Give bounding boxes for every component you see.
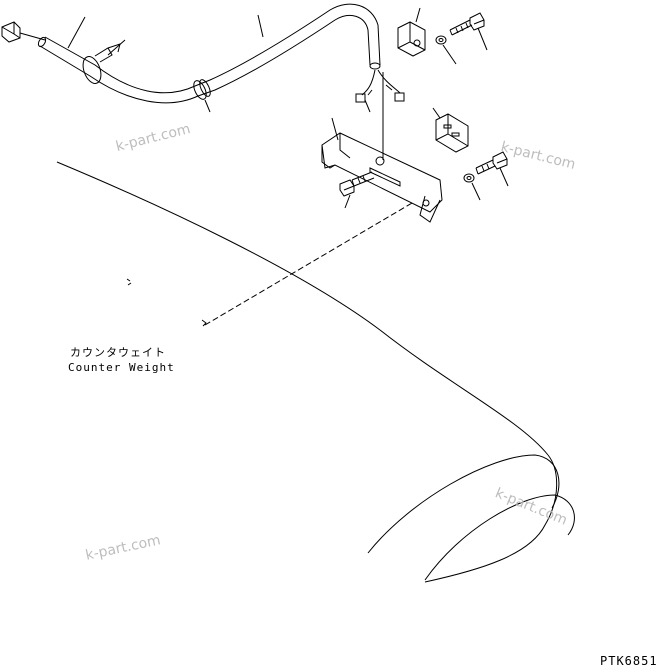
bolt-head-edge — [497, 159, 507, 163]
upper-clip-bracket — [398, 22, 425, 56]
connector-edge — [14, 34, 20, 38]
cushion-block — [436, 114, 468, 152]
bolt-head — [340, 180, 354, 196]
sleeve-end — [370, 63, 380, 69]
connector-edge — [2, 27, 14, 34]
mounting-point-mark — [202, 320, 206, 326]
bolt-icon — [450, 20, 472, 35]
counterweight-rear-curve-inner-2 — [425, 495, 574, 580]
terminal-wire — [362, 70, 375, 95]
cushion-slot — [444, 125, 451, 128]
sleeve-end — [37, 36, 47, 48]
bolt-head — [493, 152, 507, 169]
bolt-head-edge — [344, 186, 354, 190]
leader-line — [258, 15, 263, 37]
terminal-wire — [378, 70, 400, 93]
drawing-code: PTK6851 — [600, 654, 658, 668]
leader-line — [433, 108, 440, 118]
small-mark — [127, 279, 131, 285]
bracket-flange-right — [420, 196, 440, 222]
cable-clamp — [80, 54, 105, 86]
mounting-bracket — [322, 133, 442, 212]
counterweight-label-jp: カウンタウェイト — [70, 346, 166, 359]
bolt-head-edge — [474, 20, 484, 24]
leader-line — [108, 40, 125, 55]
harness-grommet — [191, 79, 209, 101]
washer-hole — [439, 39, 443, 42]
clip-hole — [414, 40, 420, 46]
bolt-icon — [476, 160, 495, 174]
counterweight-outline — [57, 162, 548, 455]
cushion-slot — [452, 133, 459, 136]
terminal-lead — [368, 85, 392, 95]
terminal-connector-icon — [395, 93, 404, 101]
leader-line — [332, 118, 338, 140]
leader-line — [416, 8, 420, 22]
harness-sleeve-top — [45, 4, 380, 93]
bolt-head — [470, 13, 484, 30]
bracket-hole — [376, 157, 384, 165]
bracket-hole — [423, 200, 429, 206]
leader-line — [478, 28, 487, 50]
counterweight-rear-curve-inner-1 — [368, 455, 559, 553]
bracket-flange-left — [322, 145, 335, 168]
bracket-inner-edge — [340, 133, 350, 158]
leader-line — [472, 183, 480, 200]
leader-line — [443, 45, 456, 64]
leader-line — [68, 17, 85, 48]
leader-line — [205, 100, 210, 112]
mounting-dashed-line — [205, 203, 412, 325]
washer-icon — [436, 36, 446, 44]
leader-line — [500, 168, 508, 186]
cable-clamp-tab — [95, 48, 112, 62]
harness-grommet-inner — [198, 78, 213, 98]
counterweight-label-en: Counter Weight — [68, 361, 175, 374]
washer-hole — [467, 177, 471, 180]
washer-icon — [464, 174, 474, 182]
bracket-slot — [370, 168, 400, 186]
counterweight-rear-curve-outer — [425, 455, 557, 582]
leader-line — [345, 195, 350, 208]
leader-line — [365, 100, 370, 112]
bolt-icon — [352, 172, 374, 186]
terminal-connector-icon — [356, 94, 365, 102]
harness-sleeve-bottom — [40, 15, 370, 102]
